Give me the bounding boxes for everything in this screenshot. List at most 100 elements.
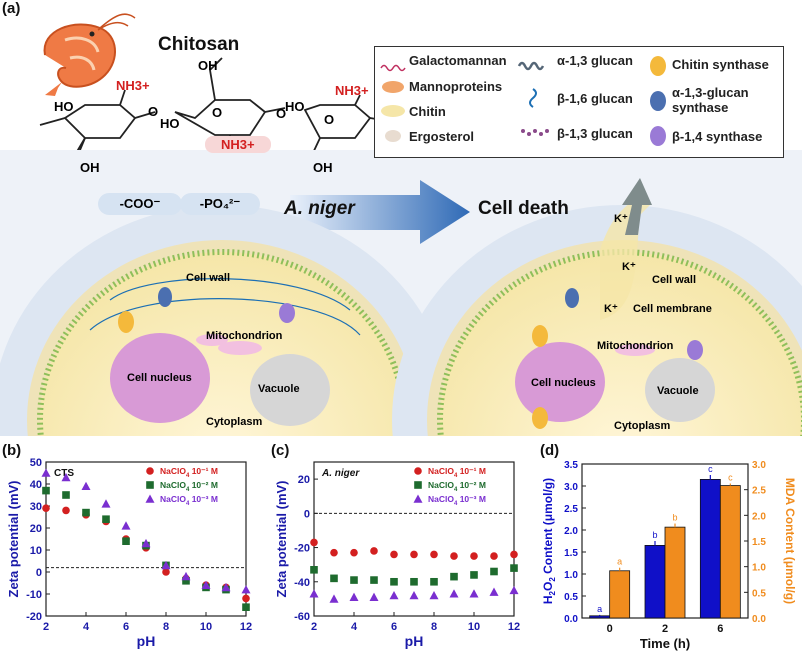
chitosan-title: Chitosan — [158, 34, 240, 55]
d-right-tick-label: 0.5 — [752, 588, 766, 599]
panel-label-b: (b) — [2, 442, 22, 459]
b-data-point — [201, 580, 211, 589]
c-data-point — [369, 592, 379, 601]
po4-group: -PO₄²⁻ — [180, 193, 260, 215]
b-legend-label: NaClO4 10⁻¹ M — [160, 466, 218, 479]
c-legend-label: NaClO4 10⁻¹ M — [428, 466, 486, 479]
c-data-point — [429, 590, 439, 600]
c-data-point — [410, 577, 418, 586]
cytoplasm-label-left: Cytoplasm — [206, 416, 263, 428]
b-data-point — [62, 491, 70, 499]
nh3-label-2: NH3+ — [335, 83, 369, 98]
k-ion-label-2: K⁺ — [622, 261, 636, 273]
b-data-point — [181, 571, 191, 581]
beta-13-glucan-icon — [521, 129, 549, 136]
o-label-3: O — [276, 106, 287, 121]
c-data-point — [470, 571, 478, 579]
b-data-point — [61, 472, 71, 482]
b-x-tick-label: 6 — [123, 621, 129, 633]
cell-membrane-label: Cell membrane — [633, 303, 712, 315]
d-x-tick-label: 0 — [607, 623, 613, 635]
d-left-axis-label: H2O2 Content (μmol/g) — [541, 478, 557, 604]
b-plot-frame — [45, 461, 247, 617]
d-right-tick-label: 1.5 — [752, 537, 766, 548]
d-left-tick-label: 0.5 — [564, 592, 578, 603]
c-data-point — [409, 590, 419, 600]
vacuole-label-right: Vacuole — [657, 385, 699, 397]
c-data-point — [469, 589, 479, 598]
c-data-point — [389, 590, 399, 600]
b-y-tick-label: 0 — [36, 567, 42, 579]
c-legend-label: NaClO4 10⁻³ M — [428, 494, 486, 507]
b-data-point — [42, 504, 50, 512]
c-data-point — [330, 574, 338, 583]
b-x-tick-label: 8 — [163, 621, 169, 633]
panel-label-a: (a) — [2, 0, 21, 17]
b-y-tick-label: 20 — [30, 523, 42, 535]
mannoproteins-icon — [382, 81, 404, 93]
process-arrow — [290, 180, 470, 244]
c-x-tick-label: 12 — [508, 621, 520, 633]
c-data-point — [329, 594, 339, 603]
chitin-icon — [381, 105, 405, 117]
c-y-tick-label: 0 — [304, 508, 310, 520]
panel-label-d: (d) — [540, 442, 560, 459]
c-y-tick-label: -40 — [294, 577, 310, 589]
c-data-point — [510, 550, 518, 559]
c-data-point — [390, 577, 398, 586]
c-data-point — [390, 550, 398, 559]
galactomannan-icon — [380, 64, 406, 72]
b-legend-label: NaClO4 10⁻³ M — [160, 494, 218, 507]
c-data-point — [370, 547, 378, 555]
ho-label-1: HO — [54, 99, 74, 114]
c-y-tick-label: -60 — [294, 611, 310, 623]
c-data-point — [510, 564, 518, 572]
b-y-tick-label: 10 — [30, 545, 42, 557]
legend-chitin: Chitin — [409, 104, 446, 119]
legend-beta-16-glucan: β-1,6 glucan — [557, 91, 633, 106]
bar-chart-h2o2-mda: 3.53.02.52.01.51.00.50.03.02.52.01.51.00… — [541, 460, 797, 651]
b-data-point — [81, 481, 91, 490]
d-left-tick-label: 3.5 — [564, 460, 578, 471]
component-legend: Galactomannan Mannoproteins Chitin Ergos… — [374, 46, 784, 158]
b-data-point — [82, 508, 90, 517]
d-h2o2-bar — [644, 545, 666, 619]
b-legend-label: NaClO4 10⁻² M — [160, 480, 218, 493]
b-y-tick-label: 50 — [30, 457, 42, 469]
b-y-tick-label: -20 — [26, 611, 42, 623]
b-data-point — [101, 499, 111, 508]
d-x-tick-label: 6 — [717, 623, 723, 635]
mitochondrion-label-right: Mitochondrion — [597, 340, 674, 352]
c-data-point — [489, 587, 499, 596]
nh3-label-3: NH3+ — [205, 136, 271, 153]
d-right-tick-label: 2.0 — [752, 511, 766, 522]
legend-alpha-glucan: α-1,3 glucan — [557, 53, 633, 68]
c-data-point — [490, 552, 498, 560]
legend-alpha-glucan-synthase: α-1,3-glucan synthase — [672, 85, 749, 115]
c-x-tick-label: 8 — [431, 621, 437, 633]
b-legend-marker — [146, 481, 154, 489]
d-mda-sig-label: c — [728, 473, 733, 483]
d-left-tick-label: 1.0 — [564, 570, 578, 581]
oh-label-1: OH — [198, 58, 218, 73]
ho-label-3: HO — [285, 99, 305, 114]
c-data-point — [330, 548, 338, 557]
damaged-cell — [392, 178, 802, 440]
o-label-2: O — [212, 105, 223, 120]
shrimp-icon — [43, 13, 136, 96]
d-mda-bar — [609, 570, 631, 619]
chitin-synthase-icon — [650, 56, 666, 76]
d-left-tick-label: 1.5 — [564, 548, 578, 559]
b-data-point — [182, 577, 190, 585]
c-legend-marker — [413, 494, 423, 503]
c-x-tick-label: 4 — [351, 621, 358, 633]
d-left-tick-label: 0.0 — [564, 614, 578, 625]
b-legend-marker — [145, 494, 155, 503]
d-h2o2-sig-label: b — [652, 530, 657, 540]
cell-wall-label-left: Cell wall — [186, 272, 231, 284]
beta-14-synthase-icon — [650, 126, 666, 146]
d-mda-sig-label: a — [617, 557, 622, 567]
d-x-tick-label: 2 — [662, 623, 668, 635]
